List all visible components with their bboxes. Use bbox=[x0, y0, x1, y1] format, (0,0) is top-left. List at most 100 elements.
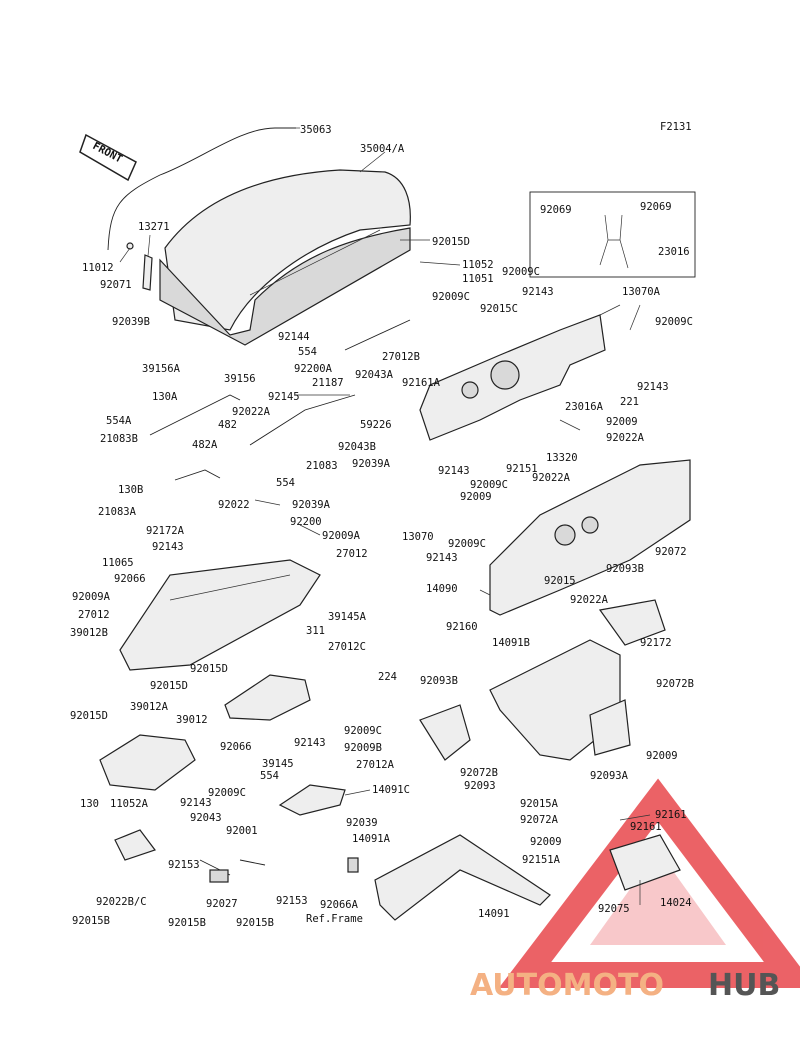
label-92015D-d: 92015D bbox=[70, 710, 108, 722]
label-92069-right: 92069 bbox=[640, 201, 672, 213]
label-14090: 14090 bbox=[426, 583, 458, 595]
watermark-text-auto: AUTOMOTO bbox=[470, 968, 664, 1003]
label-92015-a: 92015 bbox=[544, 575, 576, 587]
label-35004A: 35004/A bbox=[360, 143, 405, 155]
label-92093: 92093 bbox=[464, 780, 496, 792]
label-92009C-c: 92009C bbox=[655, 316, 693, 328]
label-221: 221 bbox=[620, 396, 639, 408]
plate-92093A bbox=[589, 699, 631, 756]
label-92027: 92027 bbox=[206, 898, 238, 910]
label-92161-b: 92161 bbox=[630, 821, 662, 833]
label-13070A: 13070A bbox=[622, 286, 661, 298]
rod-21187 bbox=[249, 394, 356, 446]
bracket-11052A bbox=[114, 829, 156, 861]
collar-92027 bbox=[209, 869, 229, 883]
label-554-b: 554 bbox=[276, 477, 295, 489]
label-92015D-c: 92015D bbox=[150, 680, 188, 692]
label-92143-e: 92143 bbox=[294, 737, 326, 749]
label-11052A: 11052A bbox=[110, 798, 149, 810]
label-92009C-d: 92009C bbox=[470, 479, 508, 491]
label-ref-frame: Ref.Frame bbox=[306, 913, 363, 925]
label-39145A: 39145A bbox=[328, 611, 367, 623]
label-92009C-e: 92009C bbox=[448, 538, 486, 550]
label-92144: 92144 bbox=[278, 331, 310, 343]
label-14091B: 14091B bbox=[492, 637, 530, 649]
label-92066-b: 92066 bbox=[220, 741, 252, 753]
lower-panel-14090 bbox=[489, 459, 691, 616]
label-224: 224 bbox=[378, 671, 397, 683]
tray-39012A bbox=[99, 734, 196, 791]
label-27012-a: 27012 bbox=[336, 548, 368, 560]
label-92015B-a: 92015B bbox=[72, 915, 110, 927]
label-92022A-c: 92022A bbox=[532, 472, 571, 484]
label-14091A: 14091A bbox=[352, 833, 391, 845]
label-92009C-f: 92009C bbox=[344, 725, 382, 737]
label-92160: 92160 bbox=[446, 621, 478, 633]
label-92143-e2: 92143 bbox=[426, 552, 458, 564]
label-92151A: 92151A bbox=[522, 854, 561, 866]
label-11052: 11052 bbox=[462, 259, 494, 271]
label-92200: 92200 bbox=[290, 516, 322, 528]
cable-35063 bbox=[107, 127, 296, 251]
label-92039B: 92039B bbox=[112, 316, 150, 328]
label-92145: 92145 bbox=[268, 391, 300, 403]
label-92022A-d: 92022A bbox=[570, 594, 609, 606]
label-92072-a: 92072 bbox=[655, 546, 687, 558]
lever-21083A bbox=[174, 469, 221, 481]
label-482-a: 482 bbox=[218, 419, 237, 431]
label-21083: 21083 bbox=[306, 460, 338, 472]
label-92143-a: 92143 bbox=[522, 286, 554, 298]
label-92161-a: 92161 bbox=[655, 809, 687, 821]
label-27012A: 27012A bbox=[356, 759, 395, 771]
relay-92075 bbox=[609, 834, 681, 891]
label-23016A: 23016A bbox=[565, 401, 604, 413]
label-11012: 11012 bbox=[82, 262, 114, 274]
label-92015C: 92015C bbox=[480, 303, 518, 315]
label-14024: 14024 bbox=[660, 897, 692, 909]
label-27012C: 27012C bbox=[328, 641, 366, 653]
label-92072B-a: 92072B bbox=[656, 678, 694, 690]
label-27012B: 27012B bbox=[382, 351, 420, 363]
label-482A: 482A bbox=[192, 439, 218, 451]
label-13271: 13271 bbox=[138, 221, 170, 233]
label-21187: 21187 bbox=[312, 377, 344, 389]
label-59226: 59226 bbox=[360, 419, 392, 431]
label-92009-c: 92009 bbox=[646, 750, 678, 762]
watermark-logo bbox=[498, 778, 800, 988]
label-92009C-b: 92009C bbox=[502, 266, 540, 278]
label-92143-b: 92143 bbox=[637, 381, 669, 393]
label-92143-d: 92143 bbox=[152, 541, 184, 553]
label-92009C-g: 92009C bbox=[208, 787, 246, 799]
label-92153-b: 92153 bbox=[276, 895, 308, 907]
label-92043: 92043 bbox=[190, 812, 222, 824]
label-92172A: 92172A bbox=[146, 525, 185, 537]
label-92039A-b: 92039A bbox=[292, 499, 331, 511]
label-39012A: 39012A bbox=[130, 701, 169, 713]
label-92009-a: 92009 bbox=[606, 416, 638, 428]
label-92009C-a: 92009C bbox=[432, 291, 470, 303]
label-39156: 39156 bbox=[224, 373, 256, 385]
grommet-92066A bbox=[347, 857, 359, 873]
label-13320: 13320 bbox=[546, 452, 578, 464]
label-92066A: 92066A bbox=[320, 899, 359, 911]
label-92066-a: 92066 bbox=[114, 573, 146, 585]
label-92015D-a: 92015D bbox=[432, 236, 470, 248]
label-92151: 92151 bbox=[506, 463, 538, 475]
tray-39012 bbox=[224, 674, 311, 721]
label-92009-b: 92009 bbox=[460, 491, 492, 503]
leader-lines bbox=[119, 127, 651, 905]
label-11051: 11051 bbox=[462, 273, 494, 285]
label-92172: 92172 bbox=[640, 637, 672, 649]
label-92039A-a: 92039A bbox=[352, 458, 391, 470]
rod-27012B bbox=[344, 319, 411, 351]
label-92009A-a: 92009A bbox=[322, 530, 361, 542]
harness-23016-box bbox=[529, 191, 696, 278]
label-92093B-b: 92093B bbox=[420, 675, 458, 687]
bracket-14091C bbox=[278, 784, 346, 816]
label-39012: 39012 bbox=[176, 714, 208, 726]
bolt-92001 bbox=[239, 859, 266, 866]
label-92022A-a: 92022A bbox=[232, 406, 271, 418]
watermark-text-hub: HUB bbox=[708, 968, 780, 1003]
label-21083A: 21083A bbox=[98, 506, 137, 518]
